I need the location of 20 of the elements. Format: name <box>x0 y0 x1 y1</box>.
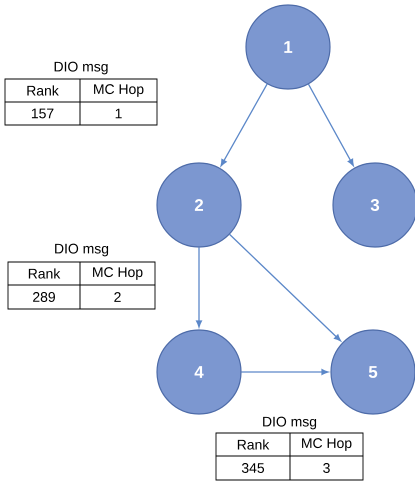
table-cell: 345 <box>216 456 290 480</box>
table-cell: 1 <box>80 102 158 126</box>
table-cell: Rank <box>8 262 80 286</box>
arrow <box>229 234 342 342</box>
arrow <box>220 84 268 166</box>
arrow <box>242 369 328 375</box>
table-cell: MC Hop <box>80 262 156 286</box>
table-cell: MC Hop <box>290 432 364 456</box>
table-cell: 2 <box>80 284 156 310</box>
table-cell: MC Hop <box>80 78 158 102</box>
table-cell: 3 <box>290 456 364 480</box>
table-cell: 289 <box>8 284 80 310</box>
table-cell: Rank <box>4 78 80 102</box>
table-title: DIO msg <box>54 62 108 74</box>
table-cell: Rank <box>216 432 290 456</box>
table-title: DIO msg <box>263 416 316 430</box>
table-title: DIO msg <box>55 244 108 256</box>
table-cell: 157 <box>4 102 80 126</box>
arrow <box>308 84 354 166</box>
arrow <box>196 248 202 328</box>
